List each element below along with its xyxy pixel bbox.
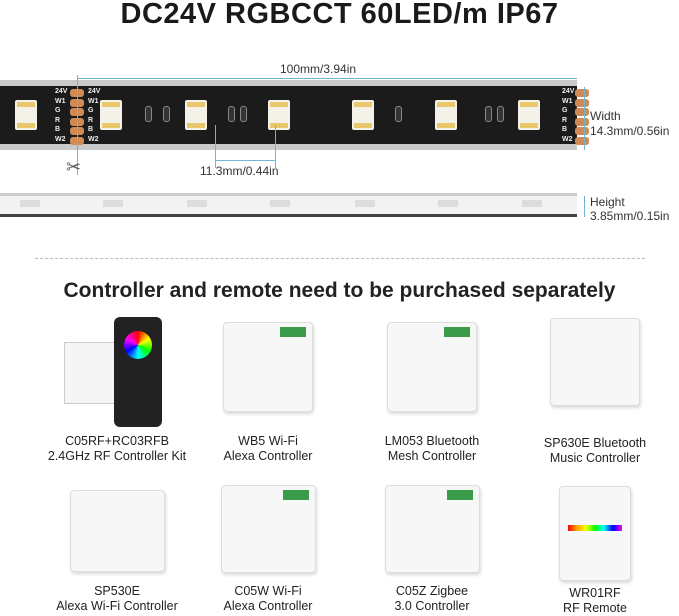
product-image	[223, 322, 313, 412]
solder-pad	[575, 117, 589, 126]
led-strip-side-view	[0, 193, 577, 217]
height-label: Height	[590, 195, 625, 209]
pad-label: 24V	[88, 88, 101, 95]
divider	[35, 258, 645, 259]
solder-pad	[575, 127, 589, 135]
width-value: 14.3mm/0.56in	[590, 124, 670, 138]
product-card	[173, 322, 363, 412]
solder-pad	[575, 108, 589, 116]
product-image	[220, 485, 316, 573]
pad-label: B	[562, 126, 568, 133]
pad-label: G	[562, 107, 568, 114]
pad-label: 24V	[562, 88, 575, 95]
product-label-line2: 2.4GHz RF Controller Kit	[47, 449, 187, 463]
product-image	[62, 312, 172, 427]
resistor	[395, 106, 402, 122]
product-card	[173, 485, 363, 573]
product-image	[550, 318, 640, 406]
product-label-line1: WB5 Wi-Fi	[238, 434, 298, 448]
product-card	[22, 490, 212, 572]
height-dimension-line	[584, 196, 585, 217]
solder-pad	[575, 98, 589, 107]
pad-label: W1	[88, 97, 99, 105]
product-label-line1: WR01RF	[569, 586, 621, 600]
width-dimension-line	[584, 87, 585, 150]
section-heading: Controller and remote need to be purchas…	[63, 279, 616, 302]
pad-label: W2	[55, 135, 66, 143]
pitch-label: 11.3mm/0.44in	[200, 164, 279, 178]
product-image	[559, 486, 631, 581]
led-chip	[352, 100, 374, 130]
product-label-line1: SP630E Bluetooth	[543, 436, 647, 450]
product-image	[69, 490, 165, 572]
solder-pad	[575, 136, 589, 145]
product-label-line2: Mesh Controller	[387, 449, 477, 463]
pad-label: R	[55, 116, 61, 124]
product-label-line1: LM053 Bluetooth	[384, 434, 480, 448]
led-chip	[435, 100, 457, 130]
solder-pad	[575, 89, 589, 97]
product-label-line2: Music Controller	[549, 451, 641, 465]
product-card	[22, 312, 212, 427]
product-image	[387, 322, 477, 412]
cut-line	[77, 75, 78, 175]
product-label-line1: C05Z Zigbee	[395, 584, 469, 598]
led-chip	[15, 100, 37, 130]
pad-label: R	[88, 116, 94, 124]
scissors-icon: ✂	[66, 157, 82, 177]
product-label-line2: RF Remote	[563, 601, 627, 615]
length-label: 100mm/3.94in	[280, 62, 357, 76]
pad-label: G	[88, 107, 94, 114]
product-card	[337, 485, 527, 573]
pitch-line	[275, 125, 276, 168]
resistor	[485, 106, 492, 122]
product-card	[500, 486, 679, 581]
resistor	[163, 106, 170, 122]
height-value: 3.85mm/0.15in	[590, 209, 670, 223]
pad-label: W1	[562, 97, 573, 105]
pad-label: W1	[55, 97, 66, 105]
pad-label: W2	[562, 135, 573, 143]
led-chip	[185, 100, 207, 130]
pad-label: W2	[88, 135, 99, 143]
led-chip	[268, 100, 290, 130]
product-label-line1: SP530E	[94, 584, 140, 598]
product-label-line1: C05RF+RC03RFB	[65, 434, 169, 448]
product-label-line2: Alexa Controller	[223, 449, 313, 463]
page-title: DC24V RGBCCT 60LED/m IP67	[120, 0, 559, 30]
pad-label: B	[88, 126, 94, 133]
width-label: Width	[590, 109, 621, 123]
led-chip	[518, 100, 540, 130]
led-chip	[100, 100, 122, 130]
resistor	[228, 106, 235, 122]
pitch-line	[215, 160, 275, 161]
pad-label: R	[562, 116, 568, 124]
pad-label: 24V	[55, 88, 68, 95]
pad-label: B	[55, 126, 61, 133]
pitch-line	[215, 125, 216, 168]
length-dimension-line	[77, 78, 577, 79]
pad-label: G	[55, 107, 61, 114]
resistor	[145, 106, 152, 122]
product-card	[337, 322, 527, 412]
resistor	[240, 106, 247, 122]
product-card	[500, 318, 679, 406]
product-image	[384, 485, 480, 573]
resistor	[497, 106, 504, 122]
product-label-line1: C05W Wi-Fi	[234, 584, 302, 598]
